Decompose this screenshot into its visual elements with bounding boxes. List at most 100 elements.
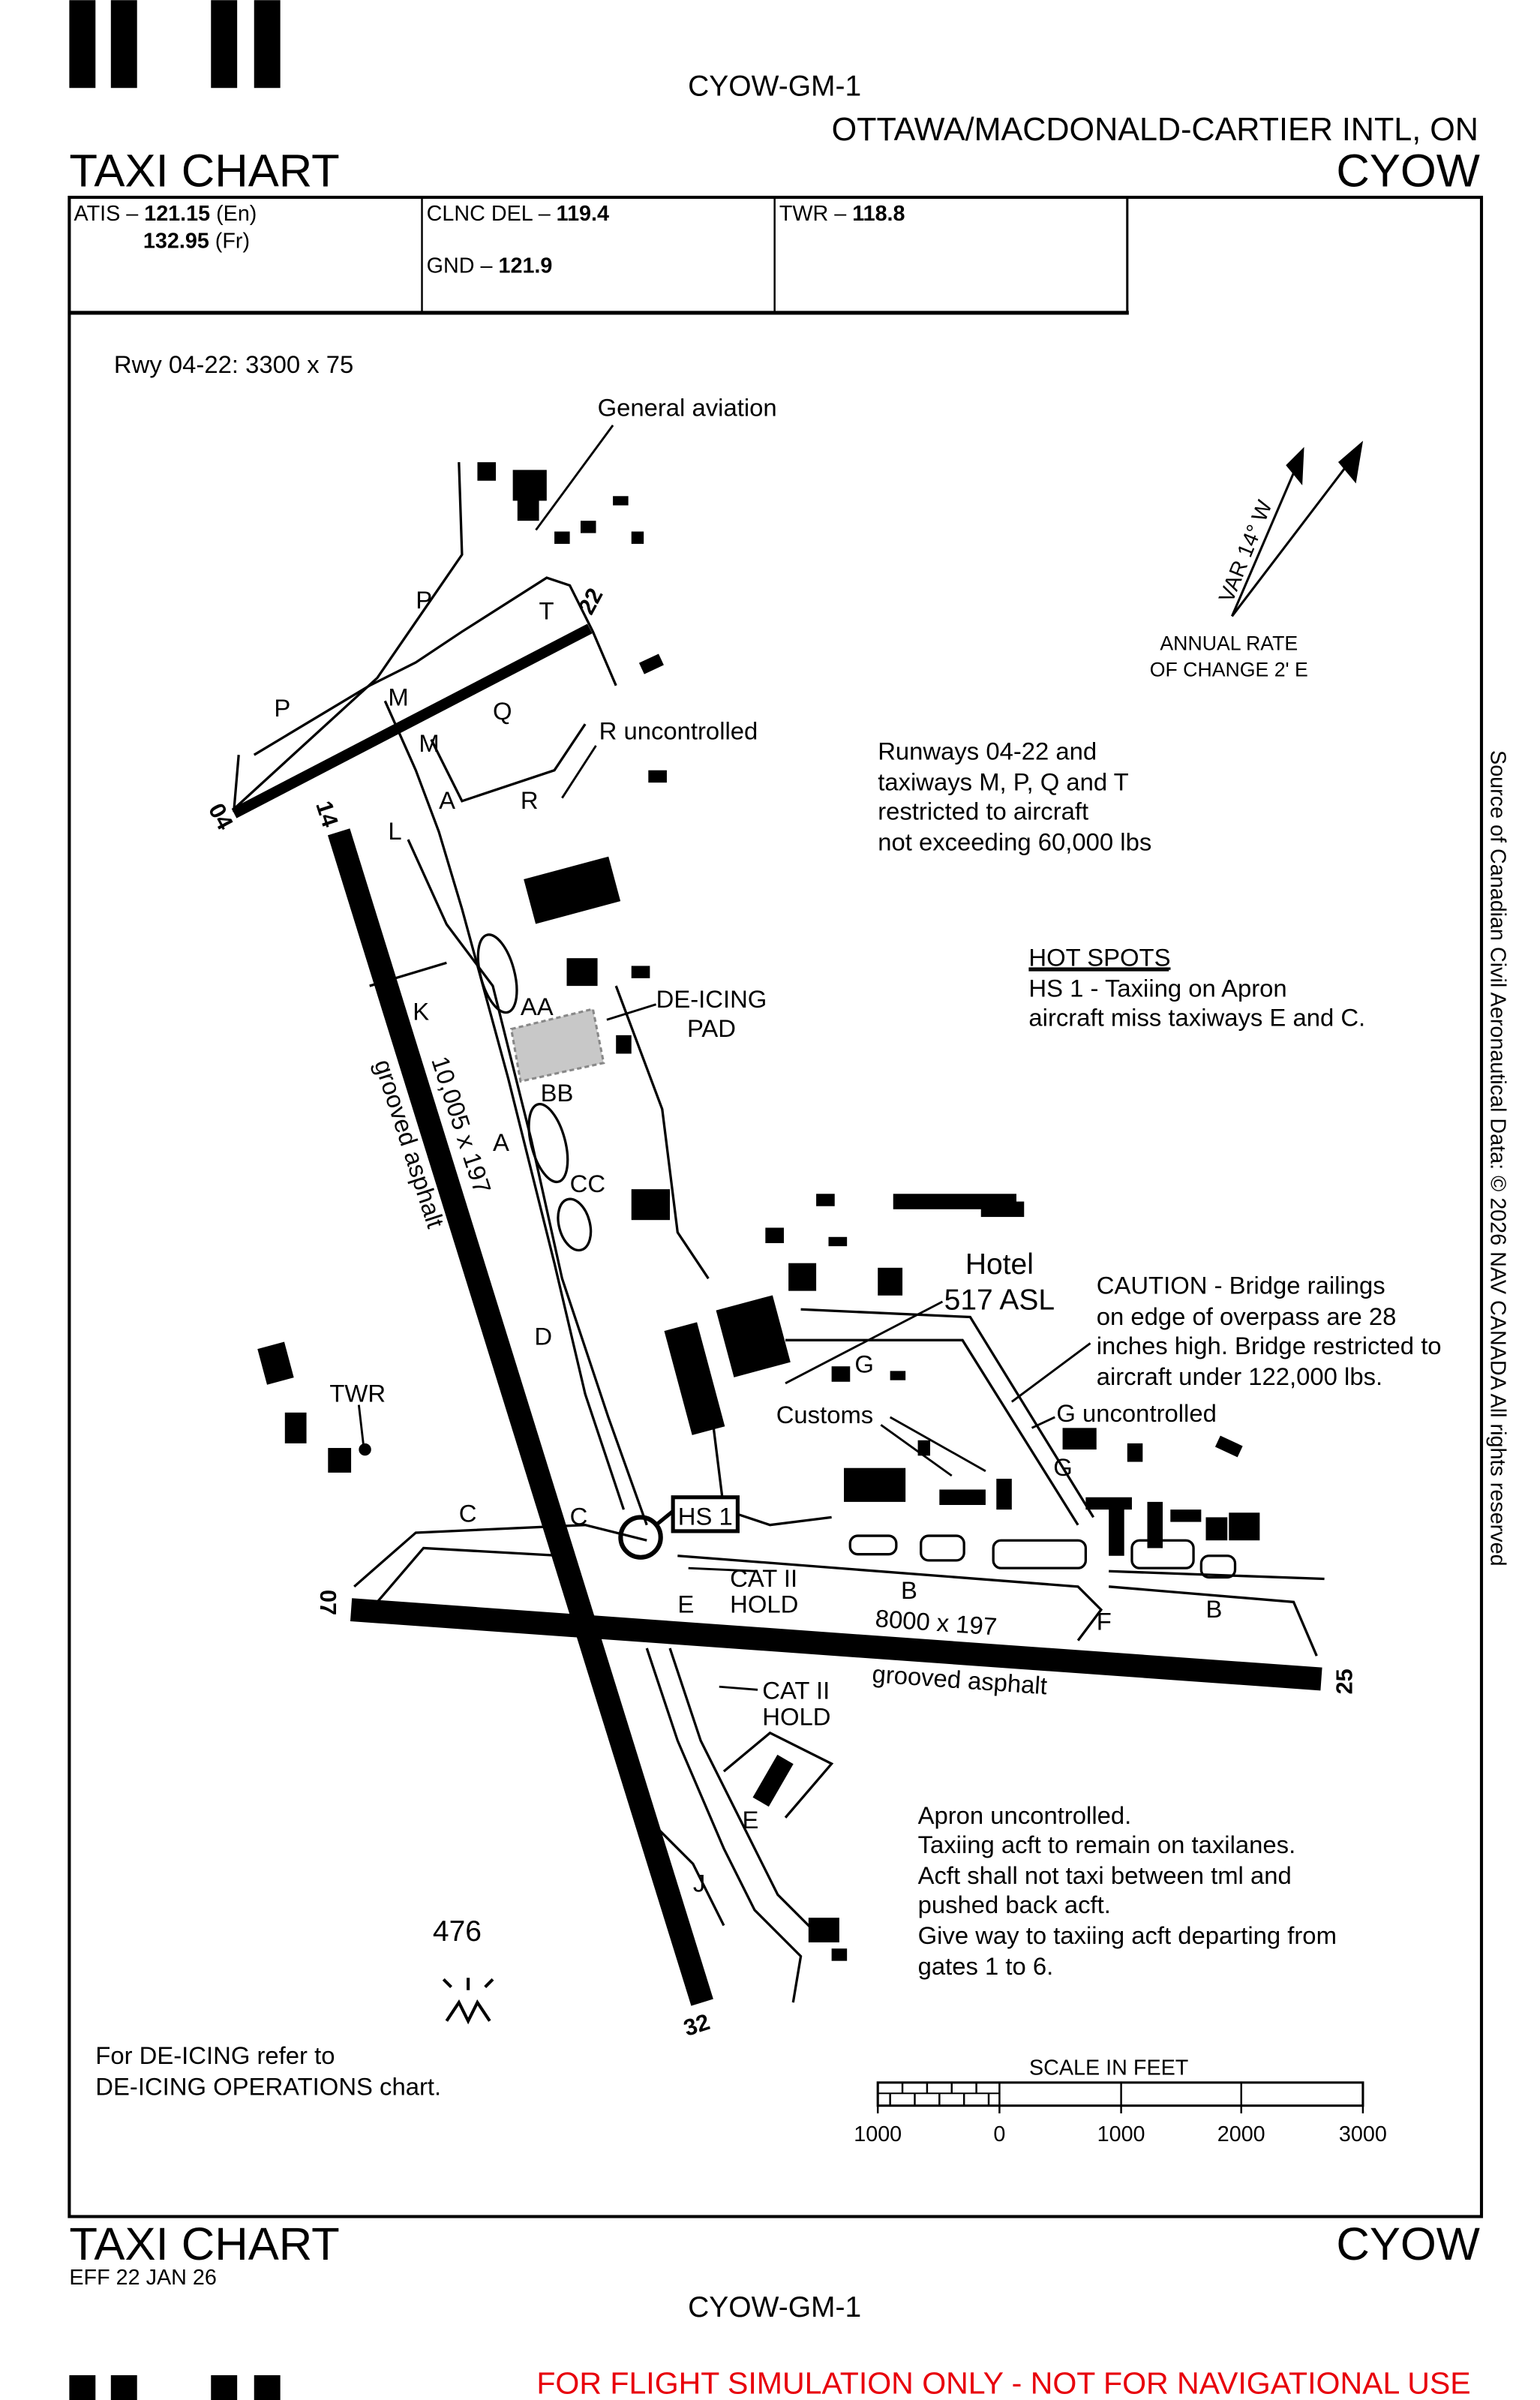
svg-text:G: G — [854, 1350, 874, 1377]
svg-text:AA: AA — [521, 993, 554, 1020]
icao-code: CYOW — [1336, 146, 1480, 197]
r-uncontrolled: R uncontrolled — [599, 717, 758, 745]
chart-id-top: CYOW-GM-1 — [688, 70, 861, 102]
airport-name: OTTAWA/MACDONALD-CARTIER INTL, ON — [832, 112, 1478, 148]
runway-04-22 — [231, 623, 593, 819]
effective-date: EFF 22 JAN 26 — [69, 2266, 216, 2290]
annual-rate-change: OF CHANGE 2' E — [1150, 658, 1308, 680]
ground-frequency: GND – 121.9 — [427, 254, 553, 278]
restriction-note: Runways 04-22 and taxiways M, P, Q and T… — [878, 737, 1151, 855]
svg-text:on edge of overpass are 28: on edge of overpass are 28 — [1097, 1302, 1397, 1330]
svg-text:3000: 3000 — [1339, 2122, 1387, 2146]
svg-text:Q: Q — [493, 697, 512, 725]
svg-text:not exceeding 60,000 lbs: not exceeding 60,000 lbs — [878, 828, 1151, 855]
svg-text:pushed back acft.: pushed back acft. — [918, 1891, 1111, 1918]
svg-text:B: B — [1205, 1595, 1222, 1623]
atis-frequency: ATIS – 121.15 (En) — [74, 202, 257, 226]
svg-text:E: E — [743, 1806, 759, 1834]
hot-spot-1: HS 1 - Taxiing on Apron — [1028, 975, 1286, 1002]
footer-chart-title: TAXI CHART — [69, 2218, 339, 2270]
svg-text:inches high. Bridge restricted: inches high. Bridge restricted to — [1097, 1332, 1442, 1359]
hot-spots-title: HOT SPOTS — [1028, 943, 1170, 971]
g-uncontrolled: G uncontrolled — [1056, 1399, 1217, 1427]
svg-text:CAUTION - Bridge railings: CAUTION - Bridge railings — [1097, 1272, 1385, 1299]
cat2-hold-1: CAT II — [730, 1564, 797, 1592]
clearance-frequency: CLNC DEL – 119.4 — [427, 202, 609, 226]
cat2-hold-1b: HOLD — [730, 1590, 798, 1618]
svg-text:A: A — [493, 1128, 509, 1156]
svg-text:E: E — [677, 1590, 694, 1618]
svg-text:taxiways M, P, Q and T: taxiways M, P, Q and T — [878, 767, 1129, 795]
svg-text:restricted to aircraft: restricted to aircraft — [878, 797, 1088, 825]
svg-text:aircraft under 122,000 lbs.: aircraft under 122,000 lbs. — [1097, 1362, 1382, 1390]
svg-text:07: 07 — [315, 1590, 341, 1615]
svg-text:32: 32 — [680, 2008, 713, 2041]
svg-text:D: D — [534, 1322, 552, 1350]
rwy-0422-dims: Rwy 04-22: 3300 x 75 — [114, 350, 353, 378]
general-aviation-label: General aviation — [598, 394, 777, 422]
svg-text:T: T — [539, 597, 554, 625]
svg-text:BB: BB — [541, 1079, 574, 1107]
svg-text:1000: 1000 — [854, 2122, 902, 2146]
atis-fr-frequency: 132.95 (Fr) — [143, 230, 250, 254]
svg-text:2000: 2000 — [1217, 2122, 1265, 2146]
svg-text:J: J — [693, 1869, 705, 1897]
footer-icao: CYOW — [1336, 2218, 1480, 2270]
hot-spot-label: HS 1 — [678, 1503, 733, 1530]
annual-rate: ANNUAL RATE — [1160, 632, 1298, 655]
svg-text:R: R — [521, 786, 539, 814]
svg-text:F: F — [1097, 1607, 1112, 1635]
airport-elevation: 517 ASL — [944, 1284, 1055, 1316]
svg-text:Give way to taxiing acft depar: Give way to taxiing acft departing from — [918, 1921, 1337, 1949]
north-arrow-icon — [1230, 440, 1364, 617]
airport-diagram: HS 1 Rwy 04-22: 3300 x 75 General aviati… — [95, 350, 1441, 2146]
svg-text:gates 1 to 6.: gates 1 to 6. — [918, 1952, 1054, 1980]
svg-text:SCALE IN FEET: SCALE IN FEET — [1029, 2056, 1188, 2080]
tower-label: TWR — [329, 1379, 386, 1407]
svg-text:CC: CC — [570, 1170, 605, 1197]
svg-text:P: P — [416, 586, 432, 614]
scale-bar: SCALE IN FEET 1000 0 1000 2000 3000 — [854, 2056, 1387, 2146]
deicing-pad-label-2: PAD — [687, 1014, 736, 1042]
cat2-hold-2b: HOLD — [762, 1703, 830, 1731]
buildings — [257, 462, 1260, 1961]
deicing-reference: For DE-ICING refer to — [95, 2041, 335, 2069]
deicing-reference-2: DE-ICING OPERATIONS chart. — [95, 2072, 441, 2100]
svg-text:Acft shall not taxi between tm: Acft shall not taxi between tml and — [918, 1861, 1292, 1889]
hot-spot-circle — [618, 1515, 663, 1560]
magnetic-variation: VAR 14° W — [1214, 497, 1277, 606]
svg-text:K: K — [413, 997, 429, 1025]
taxiway-outlines — [233, 462, 1325, 2003]
taxiway-labels: P P T M M Q A R L K AA BB A CC D C C E B… — [274, 586, 1222, 1897]
tower-frequency: TWR – 118.8 — [779, 202, 905, 226]
runway-14-32 — [327, 828, 713, 2006]
svg-text:04: 04 — [203, 799, 239, 834]
hot-spot-1-desc: aircraft miss taxiways E and C. — [1028, 1004, 1365, 1032]
deicing-pad-label: DE-ICING — [656, 985, 767, 1013]
leader-arrows — [357, 424, 1091, 1691]
svg-text:C: C — [459, 1500, 477, 1527]
svg-text:14: 14 — [311, 797, 344, 830]
svg-text:Apron uncontrolled.: Apron uncontrolled. — [918, 1801, 1132, 1829]
svg-text:C: C — [570, 1503, 588, 1530]
runway-07-25 — [350, 1598, 1322, 1691]
obstacle-height: 476 — [433, 1915, 482, 1948]
svg-text:A: A — [439, 786, 455, 814]
frequency-box — [69, 197, 1129, 315]
svg-text:Runways 04-22 and: Runways 04-22 and — [878, 737, 1097, 764]
chart-id-bottom: CYOW-GM-1 — [688, 2291, 861, 2323]
deicing-pad — [509, 1008, 605, 1083]
hotel-label: Hotel — [965, 1248, 1034, 1281]
caution-note: CAUTION - Bridge railings on edge of ove… — [1097, 1272, 1442, 1390]
svg-text:P: P — [274, 694, 290, 722]
svg-text:B: B — [901, 1576, 917, 1604]
svg-text:M: M — [388, 683, 408, 710]
obstacle-lighted-icon — [442, 1978, 494, 2025]
svg-text:25: 25 — [1331, 1669, 1358, 1694]
svg-text:1000: 1000 — [1097, 2122, 1145, 2146]
svg-text:L: L — [388, 817, 401, 845]
source-attribution: Source of Canadian Civil Aeronautical Da… — [1485, 750, 1509, 1566]
svg-text:G: G — [1053, 1453, 1073, 1481]
cat2-hold-2: CAT II — [762, 1677, 830, 1705]
